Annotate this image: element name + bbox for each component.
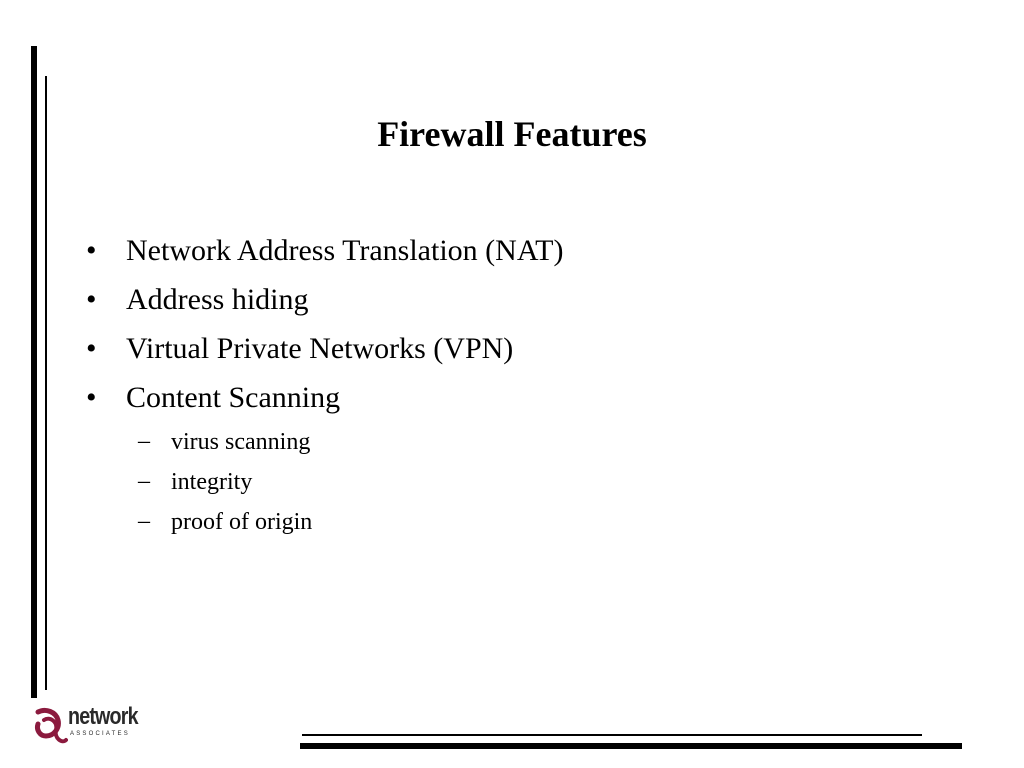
sub-bullet-text: virus scanning (171, 429, 311, 455)
sub-bullet-mark: – (138, 428, 150, 454)
bottom-rule-thin (302, 734, 922, 736)
bullet-list: • Network Address Translation (NAT) • Ad… (84, 226, 563, 542)
slide-title: Firewall Features (377, 114, 647, 154)
sub-bullet-mark: – (138, 508, 150, 534)
bullet-item: • Network Address Translation (NAT) (84, 226, 563, 275)
bullet-item: • Address hiding (84, 275, 563, 324)
sub-bullet-item: – virus scanning (84, 422, 563, 462)
left-border-thick (31, 46, 37, 698)
sub-bullet-item: – integrity (84, 462, 563, 502)
bullet-mark: • (86, 283, 97, 316)
bullet-item: • Virtual Private Networks (VPN) (84, 324, 563, 373)
bottom-rule-thick (300, 743, 962, 749)
bullet-item: • Content Scanning (84, 373, 563, 422)
bullet-text: Virtual Private Networks (VPN) (126, 332, 514, 365)
logo-wordmark: network (68, 703, 139, 730)
bullet-text: Network Address Translation (NAT) (126, 234, 564, 267)
bullet-mark: • (86, 234, 97, 267)
sub-bullet-text: integrity (171, 469, 253, 495)
network-associates-logo: network ASSOCIATES (34, 703, 154, 748)
bullet-mark: • (86, 381, 97, 414)
sub-bullet-text: proof of origin (171, 509, 313, 535)
logo-subtitle: ASSOCIATES (70, 731, 130, 737)
network-associates-logo-icon (35, 707, 68, 744)
left-border-thin (45, 76, 47, 690)
sub-bullet-item: – proof of origin (84, 502, 563, 542)
bullet-text: Address hiding (126, 283, 309, 316)
bullet-text: Content Scanning (126, 381, 341, 414)
bullet-mark: • (86, 332, 97, 365)
sub-bullet-mark: – (138, 468, 150, 494)
